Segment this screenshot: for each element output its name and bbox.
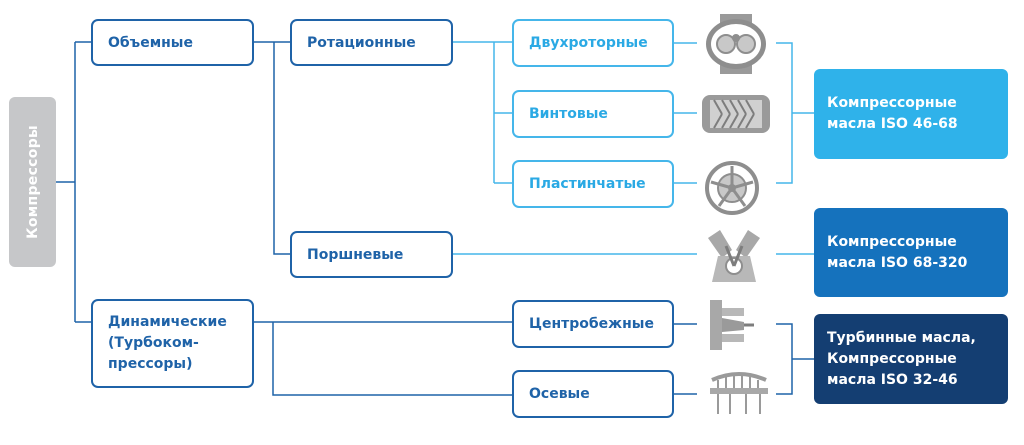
node-dynamic: Динамические (Турбоком- прессоры) — [91, 299, 254, 388]
result-iso-32-46-label: Турбинные масла, Компрессорные масла ISO… — [827, 329, 976, 388]
result-iso-32-46: Турбинные масла, Компрессорные масла ISO… — [814, 314, 1008, 404]
result-iso-68-320: Компрессорные масла ISO 68-320 — [814, 208, 1008, 297]
connector-dynamic — [254, 321, 512, 396]
connector-to-icons-light — [674, 42, 697, 184]
result-iso-46-68: Компрессорные масла ISO 46-68 — [814, 69, 1008, 159]
node-twin-rotor: Двухроторные — [512, 19, 674, 67]
node-vane-label: Пластинчатые — [529, 176, 646, 192]
node-axial-label: Осевые — [529, 386, 590, 402]
node-twin-rotor-label: Двухроторные — [529, 35, 648, 51]
node-screw: Винтовые — [512, 90, 674, 138]
axial-compressor-icon — [710, 372, 768, 414]
node-dynamic-label: Динамические (Турбоком- прессоры) — [108, 314, 227, 372]
node-rotary: Ротационные — [290, 19, 453, 66]
bracket-iso-32-46 — [776, 323, 814, 395]
result-iso-46-68-label: Компрессорные масла ISO 46-68 — [827, 95, 958, 132]
node-centrifugal-label: Центробежные — [529, 316, 654, 332]
node-centrifugal: Центробежные — [512, 300, 674, 348]
vane-compressor-icon — [705, 161, 759, 215]
node-vane: Пластинчатые — [512, 160, 674, 208]
centrifugal-compressor-icon — [710, 300, 754, 350]
piston-compressor-icon — [708, 230, 760, 282]
connector-to-icons-dark — [674, 323, 697, 395]
twin-rotor-compressor-icon — [706, 14, 766, 74]
connector-root — [56, 41, 91, 323]
node-volumetric: Объемные — [91, 19, 254, 66]
result-iso-68-320-label: Компрессорные масла ISO 68-320 — [827, 233, 968, 271]
node-rotary-label: Ротационные — [307, 34, 416, 51]
compressors-root-label: Компрессоры — [24, 125, 41, 239]
compressors-root: Компрессоры — [9, 97, 56, 267]
connector-rotary — [453, 41, 512, 184]
bracket-iso-46-68 — [776, 42, 814, 184]
connector-rotary-piston — [273, 42, 290, 255]
node-screw-label: Винтовые — [529, 106, 608, 122]
node-piston-label: Поршневые — [307, 246, 404, 263]
node-piston: Поршневые — [290, 231, 453, 278]
node-axial: Осевые — [512, 370, 674, 418]
screw-compressor-icon — [702, 95, 770, 133]
node-volumetric-label: Объемные — [108, 34, 193, 51]
